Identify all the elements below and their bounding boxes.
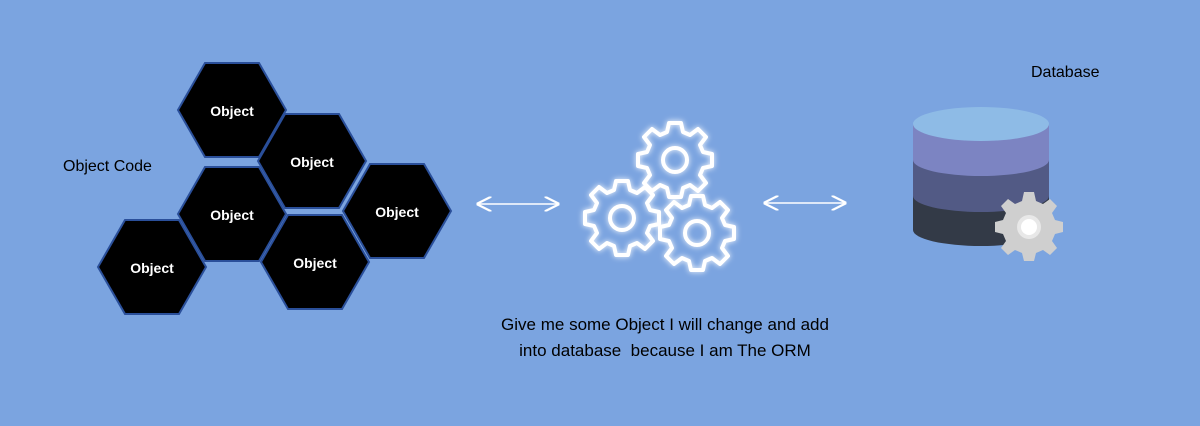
hexagon-object: Object — [341, 163, 453, 259]
hexagon-label: Object — [375, 204, 419, 220]
hexagon-label: Object — [290, 154, 334, 170]
gears-icon — [583, 121, 736, 272]
hexagon-object: Object — [259, 214, 371, 310]
hexagon-label: Object — [210, 207, 254, 223]
caption-line-1: Give me some Object I will change and ad… — [501, 315, 829, 334]
hexagon-object: Object — [256, 113, 368, 209]
hexagon-object: Object — [176, 62, 288, 158]
hexagon-label: Object — [293, 255, 337, 271]
hexagon-object: Object — [96, 219, 208, 315]
object-code-label: Object Code — [63, 158, 152, 175]
hexagon-object: Object — [176, 166, 288, 262]
hexagon-label: Object — [210, 103, 254, 119]
database-icon — [913, 107, 1063, 261]
hexagon-label: Object — [130, 260, 174, 276]
caption-line-2: into database because I am The ORM — [519, 341, 811, 360]
settings-gear-icon — [995, 192, 1063, 261]
database-label: Database — [1031, 64, 1100, 81]
orm-caption: Give me some Object I will change and ad… — [440, 312, 890, 364]
hexagon-cluster: Object Object Object Object Object Objec… — [96, 62, 453, 315]
